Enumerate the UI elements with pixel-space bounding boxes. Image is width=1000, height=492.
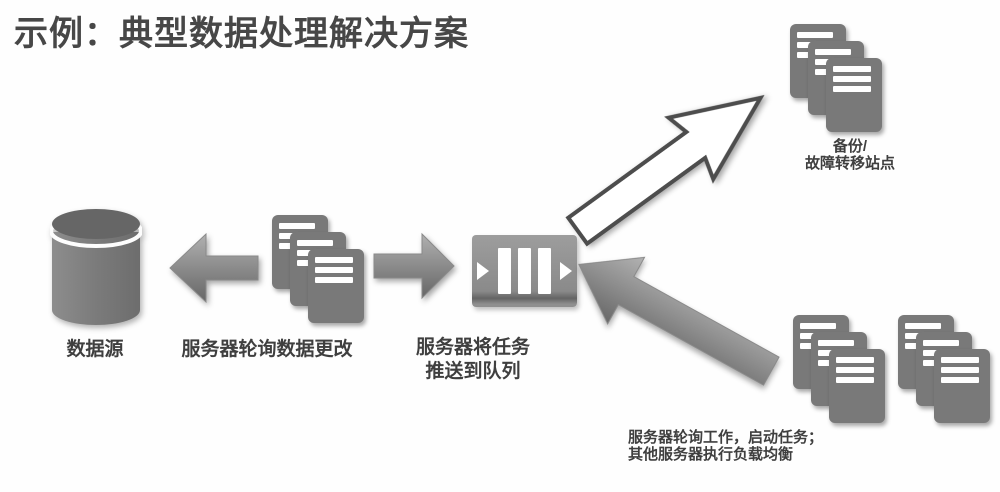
document-stack-worker-servers-2 [898, 315, 990, 423]
queue-label-line2: 推送到队列 [425, 361, 521, 382]
worker-servers-caption-line1: 服务器轮询工作，启动任务； [628, 429, 824, 446]
document-stack-polling-servers [272, 215, 364, 323]
polling-servers-label: 服务器轮询数据更改 [181, 339, 353, 360]
document-stack-backup-site [790, 24, 882, 132]
document-icon [308, 249, 364, 323]
queue-in-arrow-icon [477, 262, 489, 280]
document-icon [826, 58, 882, 132]
database-icon [50, 209, 142, 325]
queue-label-line1: 服务器将任务 [415, 337, 530, 358]
queue-items-icon [498, 248, 551, 294]
backup-site-label-line1: 备份/ [832, 138, 868, 155]
document-icon [934, 349, 990, 423]
backup-site-label-line2: 故障转移站点 [804, 155, 895, 172]
arrow-right-icon [373, 232, 455, 300]
arrow-workers-to-queue-icon [578, 256, 780, 386]
queue-icon [472, 235, 577, 307]
arrow-left-icon [169, 232, 259, 304]
data-source-label: 数据源 [66, 339, 124, 360]
document-icon [829, 349, 885, 423]
queue-label: 服务器将任务 推送到队列 [398, 336, 548, 384]
diagram-title: 示例：典型数据处理解决方案 [14, 15, 469, 53]
backup-site-label: 备份/ 故障转移站点 [775, 138, 925, 172]
arrow-to-backup-icon [565, 94, 765, 247]
queue-out-arrow-icon [560, 262, 572, 280]
document-stack-worker-servers-1 [793, 315, 885, 423]
worker-servers-caption: 服务器轮询工作，启动任务； 其他服务器执行负载均衡 [628, 429, 928, 463]
worker-servers-caption-line2: 其他服务器执行负载均衡 [628, 446, 794, 463]
